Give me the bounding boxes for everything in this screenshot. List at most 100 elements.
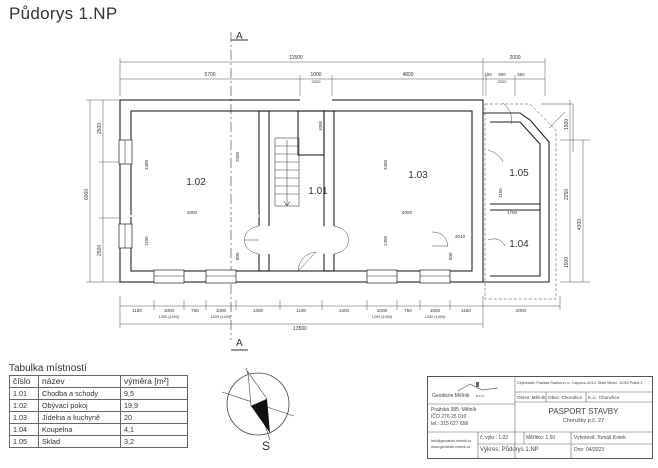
document-subtitle: Chorušky p.č. 27 [562,418,605,424]
client-info: Objednatel: Pražská Stavba s.r.o., Kapro… [517,381,643,385]
dim-bottom-sub-3: 1200 (1400) [372,315,393,319]
contact-email: info@geodezie-melnik.cz [431,439,472,443]
cell-name: Koupelna [38,423,121,436]
north-arrow: S [221,367,295,453]
dim-bottom-1: 1150 [132,308,142,313]
header-cell-number: číslo [9,375,39,388]
cell-area: 4,1 [120,423,188,436]
window-sills [124,140,450,277]
cell-number: 1.02 [9,399,39,412]
dim-bottom-overall: 13500 [293,326,307,332]
dim-inner-1: 3400 [144,159,149,170]
room-label-103: 1.03 [408,170,428,181]
dim-bottom-8: 1000 [377,308,388,313]
cell-name: Chodba a schody [38,387,121,400]
dim-left-2: 6000 [84,189,90,200]
dim-top-seg-2: 1000 [310,72,321,78]
table-row: 1.01 Chodba a schody 9,5 [9,387,188,400]
municipality: Obec: Chorušice [548,395,583,400]
dim-right-2: 2250 [564,189,570,200]
dim-bottom-10: 1000 [430,308,441,313]
dim-inner-9: 800 [235,252,240,260]
cell-area: 19,9 [120,399,188,412]
dim-right-1: 1500 [564,119,570,130]
dim-top-seg-1: 5700 [204,72,215,78]
staircase [274,137,300,207]
cell-name: Obývací pokoj [38,399,121,412]
dimension-sublabels-bottom: 1200 (1400) 1200 (1400) 1200 (1400) 1200… [159,315,446,319]
contact-phone: tel.: 315 627 656 [431,421,469,427]
cell-area: 9,5 [120,387,188,400]
document-title: PASPORT STAVBY [548,407,619,416]
header-cell-name: název [38,375,121,388]
dim-top-seg-5: 900 [498,72,506,77]
room-label-105: 1.05 [509,168,529,179]
cell-number: 1.04 [9,423,39,436]
room-table-header: číslo název výměra [m²] [9,375,188,388]
cell-number: 1.03 [9,411,39,424]
dim-left-1: 2500 [97,123,103,134]
dim-inner-2: 4000 [187,210,198,215]
dim-bottom-11: 1150 [461,308,471,313]
table-row: 1.05 Sklad 3,2 [9,435,188,448]
section-mark-bottom: A [236,338,243,349]
dimension-lines-bottom [119,296,561,328]
company-name: Geodézie Mělník [432,393,470,399]
section-mark-top: A [236,31,243,42]
dim-inner-4: 3400 [383,159,388,170]
sheet-number: č. výkr.: 1.02 [480,435,509,441]
annex-slabs [541,103,574,152]
dim-bottom-sub-1: 1200 (1400) [159,315,180,319]
district: Okres: Mělník [517,395,546,400]
dim-top-seg-4: 100 [484,72,492,77]
dim-right-3: 4300 [577,219,583,230]
dim-bottom-sub-4: 1200 (1400) [425,315,446,319]
dim-top-seg-6: 500 [517,72,525,77]
drawing-author: Vyhotovil: Tomáš Kotek [574,435,626,441]
dim-bottom-sub-2: 1200 (1400) [211,315,232,319]
cell-name: Jídelna a kuchyně [38,411,121,424]
room-table: číslo název výměra [m²] 1.01 Chodba a sc… [9,375,188,448]
title-block-grid [428,377,652,458]
windows [118,139,451,284]
annex-walls [483,112,550,283]
table-row: 1.02 Obývací pokoj 19,9 [9,399,188,412]
contact-web: www.geodezie-melnik.cz [431,445,471,449]
dim-inner-11: 800 [448,252,453,260]
dim-bottom-6: 1100 [296,308,306,313]
annex-outline-dashed [484,103,557,300]
dim-bottom-12: 2000 [516,308,527,313]
room-labels: 1.02 1.01 1.03 1.05 1.04 [186,168,529,250]
dim-bottom-7: 1300 [339,308,350,313]
dim-inner-7: 2500 [235,151,240,162]
contact-ico: IČO 276 25 010 [431,414,467,420]
dim-top-overall-2: 2000 [509,55,520,61]
cell-name: Sklad [38,435,121,448]
inner-dimensions: 3400 4000 1000 3400 4000 1700 2500 1100 … [144,120,518,260]
dim-bottom-2: 1000 [164,308,175,313]
section-line-a: A A [230,31,248,351]
title-block: Geodézie Mělník s.r.o. Objednatel: Pražs… [427,376,653,459]
table-row: 1.03 Jídelna a kuchyně 20 [9,411,188,424]
cadastral-area: K.ú.: Chorušice [588,395,620,400]
cell-number: 1.01 [9,387,39,400]
drawing-scale: Měřítko: 1:50 [526,435,556,441]
dim-bottom-3: 750 [191,308,199,313]
north-label: S [262,439,270,453]
dim-inner-10: 1300 [383,235,388,246]
cell-area: 20 [120,411,188,424]
dim-inner-3: 1000 [318,120,323,131]
dim-top-sub-2: 2020 [498,79,508,84]
dim-top-seg-3: 4800 [402,72,413,78]
dim-inner-5: 4000 [402,210,413,215]
dim-right-4: 1500 [564,257,570,268]
dim-inner-12: 2010 [455,234,466,239]
dimension-labels-top: 11500 2000 5700 1000 2020 4800 100 900 2… [204,55,525,84]
dim-top-overall-1: 11500 [289,55,303,61]
dimension-lines-right [560,100,590,283]
dim-inner-13: 1150 [498,188,503,198]
cell-area: 3,2 [120,435,188,448]
dim-bottom-4: 1000 [216,308,227,313]
dimension-lines-left [86,99,120,283]
